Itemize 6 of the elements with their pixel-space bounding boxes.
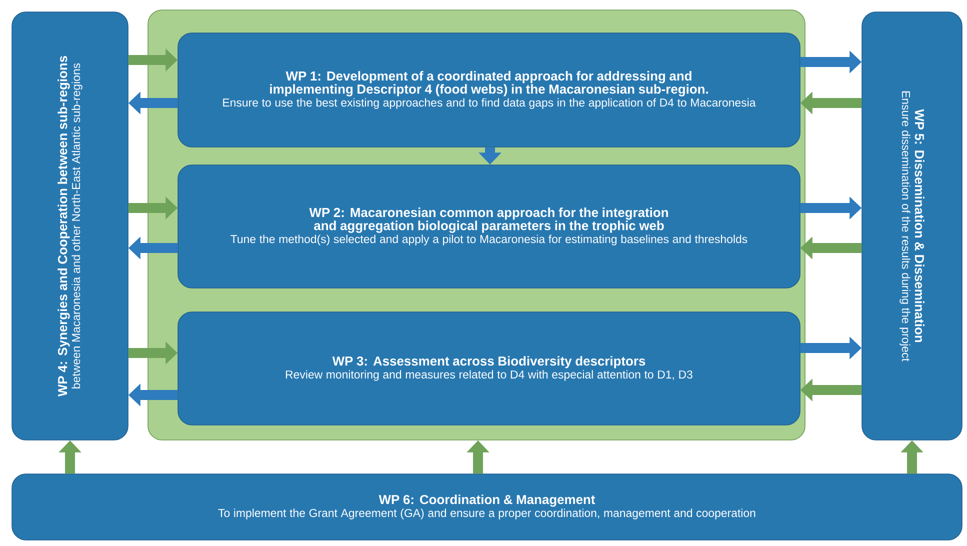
work-package-box: WP 1: Development of a coordinated approach for addressing and implementing Descriptor 4 (food webs) in the Macaronesian sub-region. Ensure to use the best existing approaches and to find data gaps in the application of D4 to Macaronesia	[178, 32, 800, 148]
work-package-box: WP 6: Coordination & Management To implement the Grant Agreement (GA) and ensure a proper coordination, management and cooperation	[12, 474, 962, 540]
work-package-box: WP 2: Macaronesian common approach for the integration and aggregation biological parameters in the trophic web Tune the method(s) selected and apply a pilot to Macaronesia for estimating baselines and thresholds	[178, 164, 800, 288]
work-package-box: WP 4: Synergies and Cooperation between sub-regions between Macaronesia and other North-East Atlantic sub-regions	[12, 12, 128, 440]
work-package-box: WP 3: Assessment across Biodiversity descriptors Review monitoring and measures related to D4 with especial attention to D1, D3	[178, 312, 800, 426]
work-package-box: WP 5: Dissemination & Dissemination Ensure dissemination of the results during the project	[862, 12, 962, 440]
